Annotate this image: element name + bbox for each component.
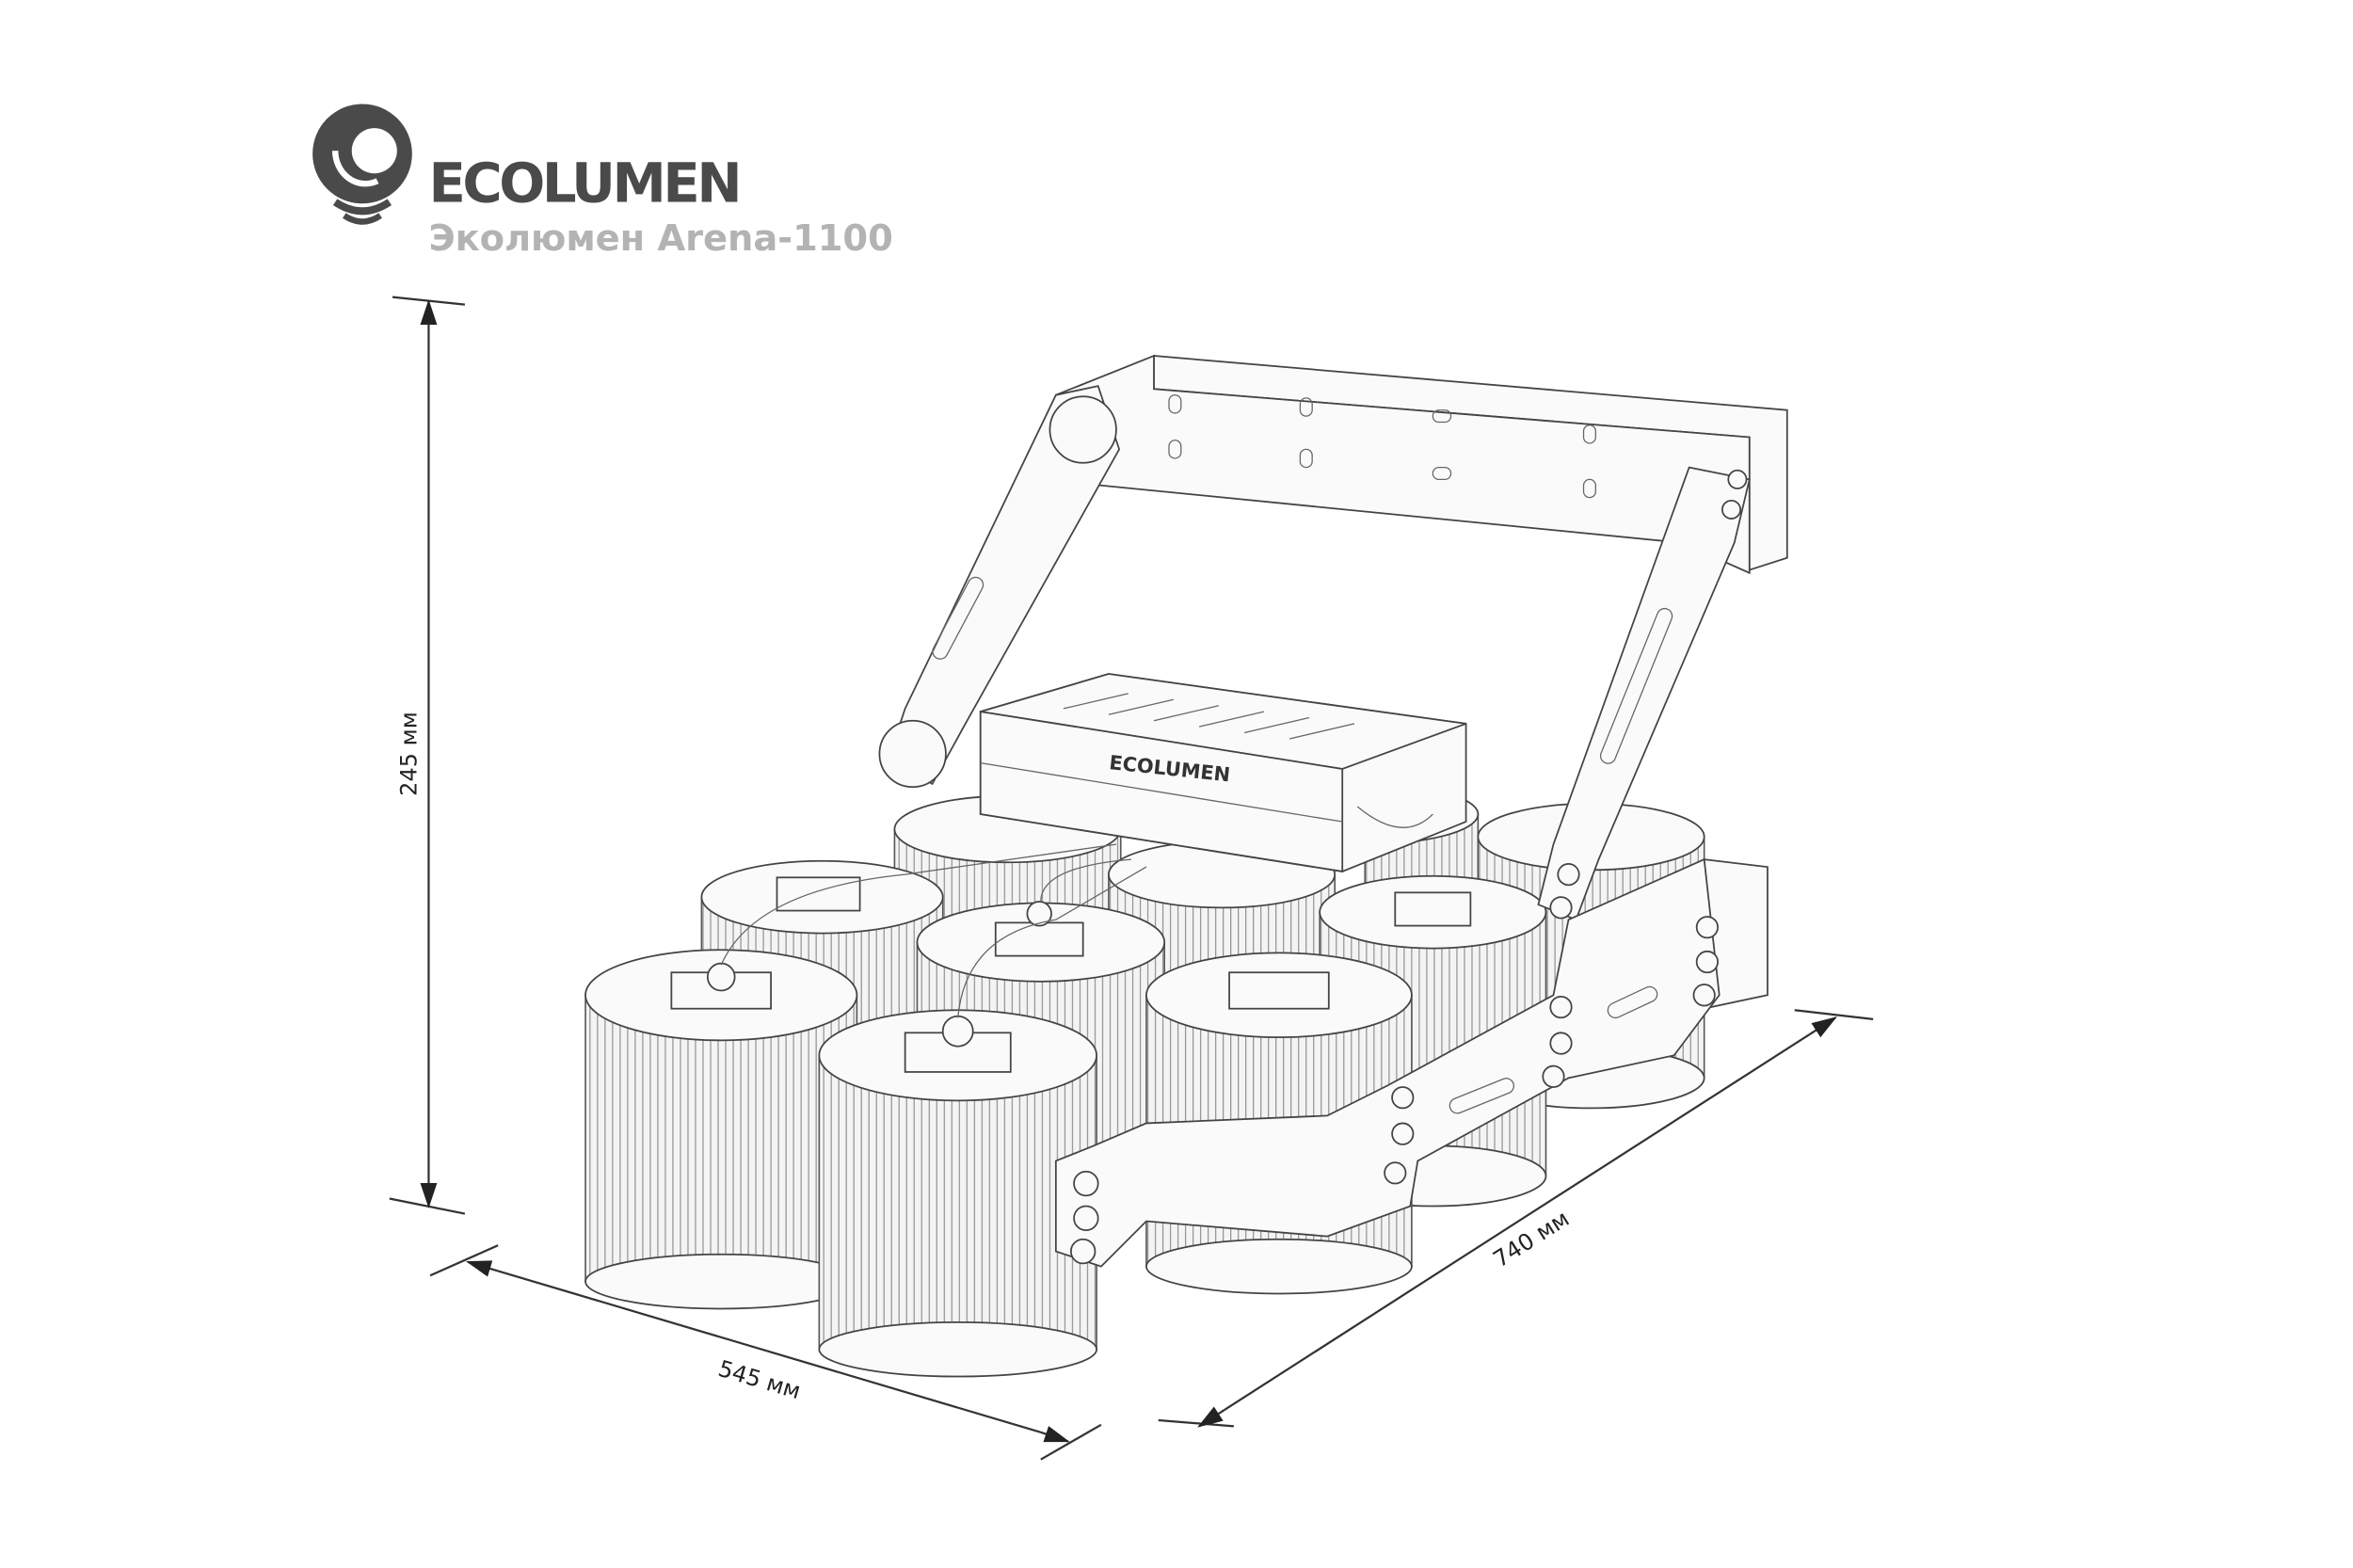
led-module bbox=[818, 1009, 1097, 1378]
logo-bulb-icon bbox=[312, 104, 412, 225]
mounting-bracket bbox=[878, 354, 1788, 789]
width-label: 545 мм bbox=[715, 1355, 804, 1404]
height-dimension: 245 мм bbox=[389, 296, 466, 1215]
logo-brand-text: ECOLUMEN bbox=[428, 152, 742, 216]
ecolumen-logo: ECOLUMEN Эколюмен Arena-1100 bbox=[312, 104, 893, 260]
product-title: Эколюмен Arena-1100 bbox=[428, 217, 892, 260]
right-bracket-arm bbox=[1537, 466, 1751, 921]
length-label: 740 мм bbox=[1489, 1206, 1575, 1273]
cables bbox=[720, 806, 1433, 1018]
height-label: 245 мм bbox=[396, 712, 423, 796]
driver-box: ECOLUMEN bbox=[979, 673, 1467, 872]
front-bracket bbox=[1054, 469, 1769, 1268]
led-module bbox=[584, 949, 858, 1310]
floodlight-fixture: ECOLUMEN bbox=[584, 354, 1788, 1378]
